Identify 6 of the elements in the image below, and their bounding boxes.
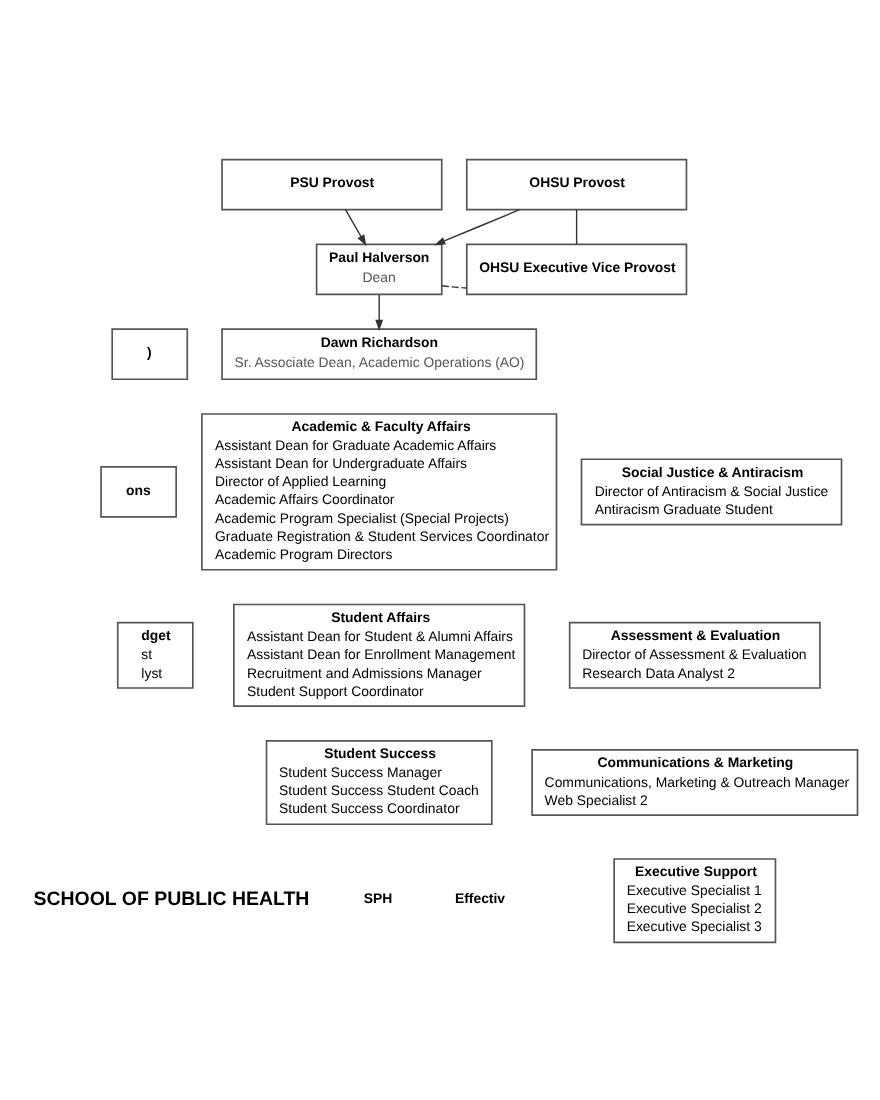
label: SCHOOL OF PUBLIC HEALTH <box>33 887 310 910</box>
arrow <box>434 208 521 245</box>
arrow <box>344 208 367 245</box>
connector <box>575 208 578 244</box>
connector <box>441 284 468 288</box>
arrow <box>375 292 384 330</box>
